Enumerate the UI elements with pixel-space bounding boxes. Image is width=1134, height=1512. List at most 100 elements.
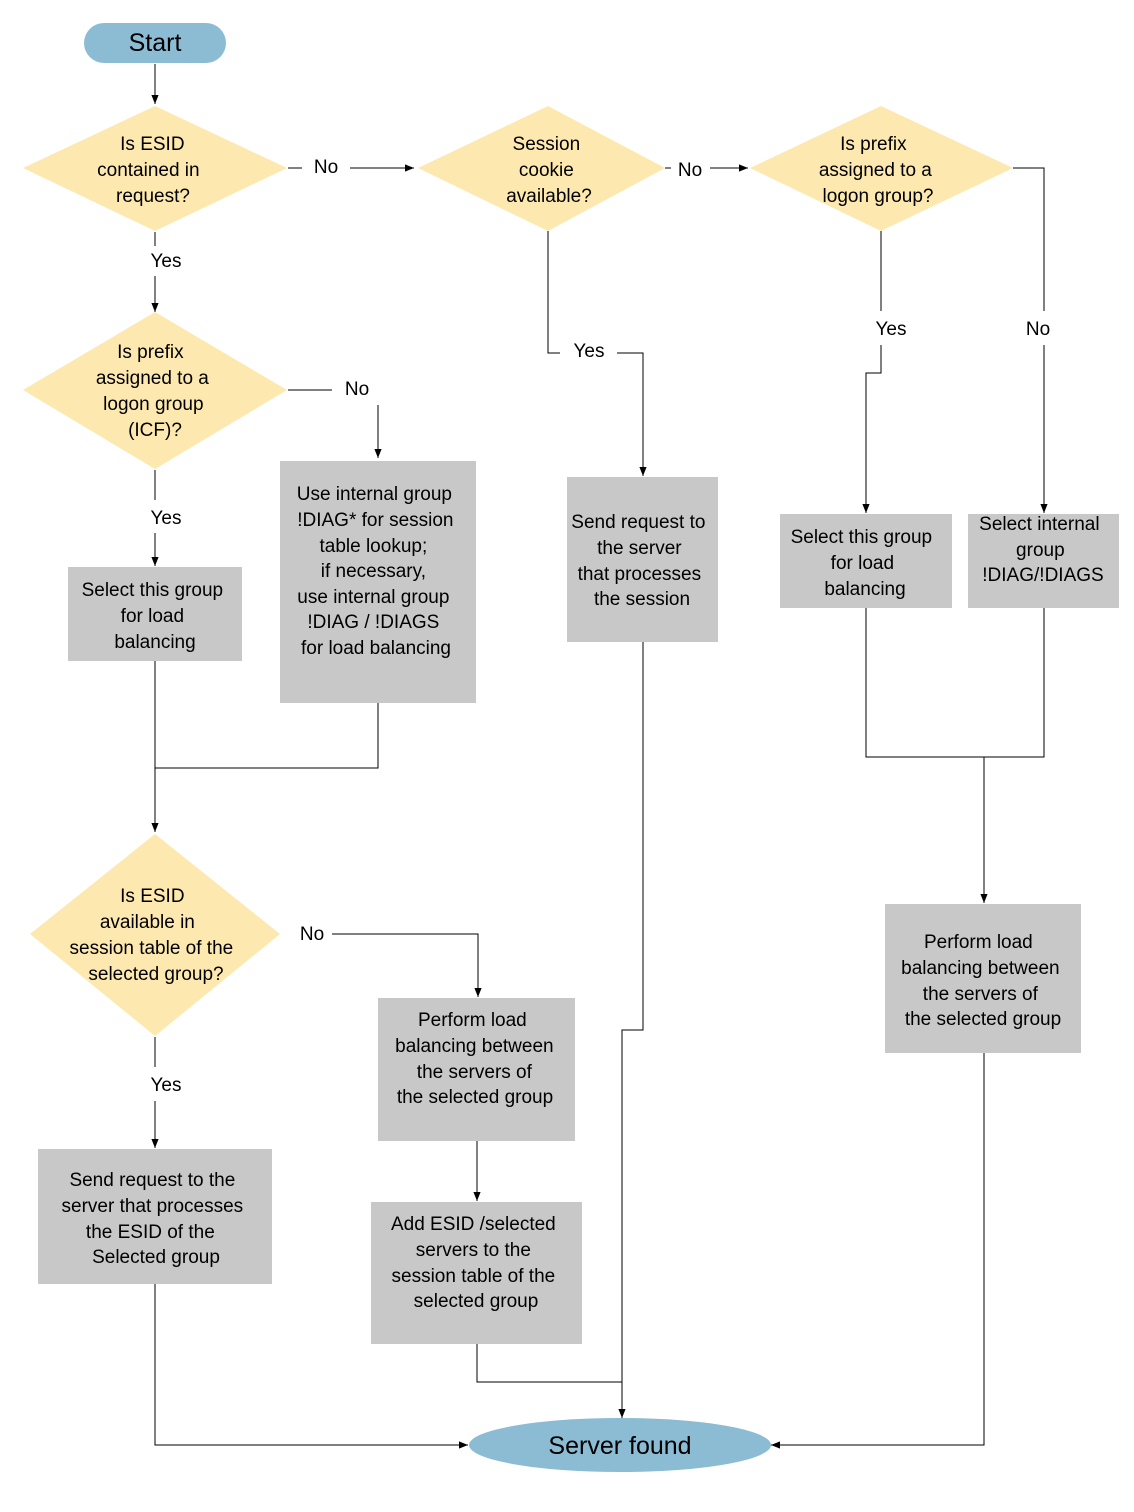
- process-line: balancing: [824, 579, 905, 600]
- process-send-to-session-server: Send request to the server that processe…: [567, 477, 718, 642]
- decision-line: Is ESID: [120, 886, 184, 907]
- process-line: Perform load: [924, 932, 1033, 953]
- process-line: balancing between: [901, 958, 1059, 979]
- decision-line: available?: [506, 186, 592, 207]
- edge-perform-right-to-end: [771, 1053, 985, 1449]
- process-shape: [968, 514, 1119, 608]
- process-perform-lb-middle: Perform load balancing between the serve…: [378, 998, 575, 1141]
- edge-esid-server-to-end: [154, 1284, 468, 1449]
- start-shape: [84, 23, 226, 63]
- process-line: Select this group: [791, 527, 933, 548]
- decision-shape: [750, 106, 1013, 231]
- end-shape: [469, 1418, 771, 1472]
- process-line: Select internal: [979, 514, 1099, 535]
- decision-line: selected group?: [88, 964, 223, 985]
- process-line: for load balancing: [301, 638, 451, 659]
- label-icf-yes: Yes: [151, 508, 182, 529]
- decision-text: Is ESID available in session table of th…: [70, 886, 239, 985]
- process-line: the server: [597, 538, 682, 559]
- process-text: Send request to the server that processe…: [571, 512, 710, 610]
- process-shape: [371, 1202, 582, 1344]
- process-line: the servers of: [417, 1062, 533, 1083]
- process-line: balancing: [114, 632, 195, 653]
- label-available-no: No: [300, 924, 324, 945]
- process-line: the session: [594, 589, 690, 610]
- process-line: the ESID of the: [86, 1222, 215, 1243]
- process-line: server that processes: [62, 1196, 244, 1217]
- edge-available-no-to-perform: [332, 933, 482, 997]
- process-line: table lookup;: [319, 536, 427, 557]
- decision-line: assigned to a: [819, 160, 932, 181]
- decision-shape: [30, 834, 280, 1036]
- process-line: Send request to the: [69, 1170, 235, 1191]
- process-select-group-left: Select this group for load balancing: [68, 567, 242, 661]
- process-perform-lb-right: Perform load balancing between the serve…: [885, 904, 1081, 1053]
- edge-merge-left-to-available: [155, 661, 379, 832]
- process-shape: [38, 1149, 272, 1284]
- decision-text: Session cookie available?: [506, 134, 592, 207]
- label-prefix-yes: Yes: [876, 319, 907, 340]
- process-line: balancing between: [395, 1036, 553, 1057]
- process-line: group: [1016, 540, 1065, 561]
- decision-line: Is prefix: [117, 342, 184, 363]
- decision-text: Is prefix assigned to a logon group?: [819, 134, 937, 207]
- decision-text: Is ESID contained in request?: [97, 134, 205, 207]
- edge-prefix-yes-to-select: [866, 231, 882, 513]
- decision-prefix-icf: Is prefix assigned to a logon group (ICF…: [23, 312, 287, 469]
- decision-line: contained in: [97, 160, 199, 181]
- process-line: !DIAG* for session: [297, 510, 453, 531]
- decision-esid-available: Is ESID available in session table of th…: [30, 834, 280, 1036]
- edge-icf-no-to-internal: [288, 389, 378, 458]
- process-text: Select internal group !DIAG/!DIAGS: [979, 514, 1105, 586]
- process-text: Add ESID /selected servers to the sessio…: [391, 1214, 561, 1312]
- process-line: Select this group: [82, 580, 224, 601]
- decision-line: request?: [116, 186, 190, 207]
- process-use-internal-group: Use internal group !DIAG* for session ta…: [280, 461, 476, 703]
- label-prefix-no: No: [1026, 319, 1050, 340]
- process-line: the selected group: [397, 1087, 553, 1108]
- edge-merge-right-to-perform: [865, 608, 1045, 903]
- decision-shape: [23, 312, 287, 469]
- process-line: use internal group: [297, 587, 449, 608]
- process-shape: [780, 514, 952, 608]
- end-terminal: Server found: [469, 1418, 771, 1472]
- process-line: session table of the: [392, 1266, 556, 1287]
- process-line: if necessary,: [321, 561, 426, 582]
- process-line: Selected group: [92, 1247, 220, 1268]
- start-terminal: Start: [84, 23, 226, 63]
- decision-text: Is prefix assigned to a logon group (ICF…: [96, 342, 214, 441]
- edge-cookie-yes-to-send: [547, 231, 643, 476]
- label-esid-yes: Yes: [151, 251, 182, 272]
- decision-esid-in-request: Is ESID contained in request?: [23, 106, 287, 231]
- label-available-yes: Yes: [151, 1075, 182, 1096]
- process-line: for load: [831, 553, 894, 574]
- process-line: for load: [121, 606, 184, 627]
- decision-shape: [418, 106, 665, 231]
- process-shape: [885, 904, 1081, 1053]
- decision-prefix-logon-group: Is prefix assigned to a logon group?: [750, 106, 1013, 231]
- decision-shape: [23, 106, 287, 231]
- edge-add-to-end: [476, 1344, 622, 1383]
- decision-session-cookie: Session cookie available?: [418, 106, 665, 231]
- process-select-group-right: Select this group for load balancing: [780, 514, 952, 608]
- process-line: the servers of: [923, 984, 1039, 1005]
- end-label: Server found: [548, 1432, 691, 1460]
- process-text: Select this group for load balancing: [82, 580, 229, 653]
- process-send-to-esid-server: Send request to the server that processe…: [38, 1149, 272, 1284]
- decision-line: logon group?: [823, 186, 934, 207]
- process-line: selected group: [414, 1291, 539, 1312]
- process-line: that processes: [578, 564, 702, 585]
- decision-line: logon group: [103, 394, 203, 415]
- process-line: Send request to: [571, 512, 705, 533]
- edge-labels: No No Yes No Yes Yes No Yes No Yes: [151, 157, 1051, 1096]
- decision-line: (ICF)?: [128, 420, 182, 441]
- label-esid-no: No: [314, 157, 338, 178]
- process-line: Use internal group: [297, 484, 452, 505]
- decision-line: assigned to a: [96, 368, 209, 389]
- decision-line: session table of the: [70, 938, 234, 959]
- edge-session-to-end: [618, 642, 644, 1418]
- process-text: Use internal group !DIAG* for session ta…: [297, 484, 459, 659]
- label-cookie-no: No: [678, 160, 702, 181]
- decision-line: Session: [513, 134, 581, 155]
- label-cookie-yes: Yes: [574, 341, 605, 362]
